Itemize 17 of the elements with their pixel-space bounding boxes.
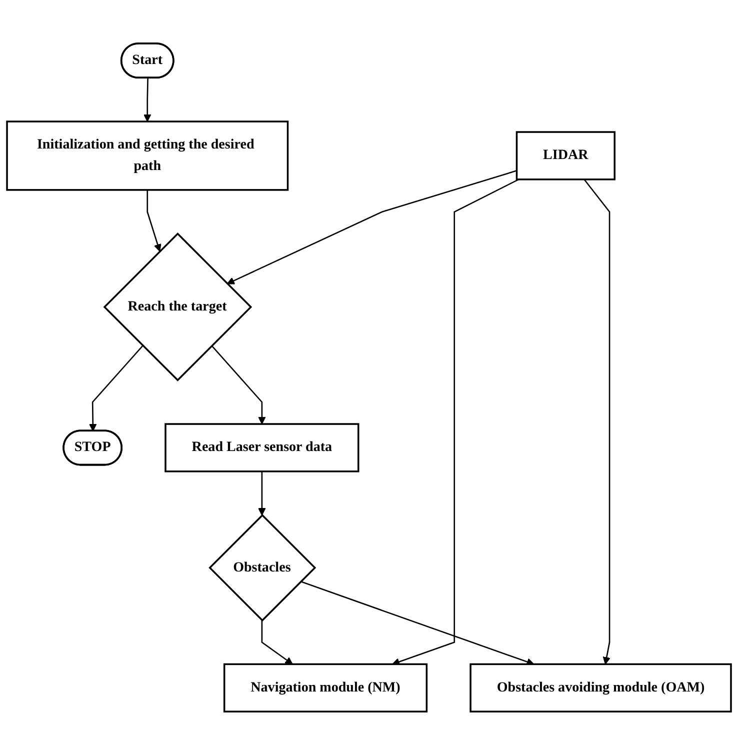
node-box: Obstacles avoiding module (OAM) — [470, 663, 732, 712]
arrow — [392, 178, 519, 666]
arrow — [261, 620, 293, 665]
arrow — [584, 179, 610, 665]
node-diamond: Obstacles — [208, 514, 316, 622]
arrow — [89, 345, 144, 432]
arrow — [211, 345, 266, 424]
arrow — [146, 190, 162, 252]
node-box: Initialization and getting the desired path — [6, 120, 289, 191]
node-diamond: Reach the target — [103, 232, 252, 382]
arrow — [144, 78, 152, 122]
node-box: LIDAR — [516, 131, 616, 180]
arrow — [300, 580, 534, 666]
arrow — [226, 170, 517, 284]
node-box: Read Laser sensor data — [164, 423, 360, 472]
node-box: Navigation module (NM) — [223, 663, 428, 712]
arrow — [258, 471, 266, 516]
